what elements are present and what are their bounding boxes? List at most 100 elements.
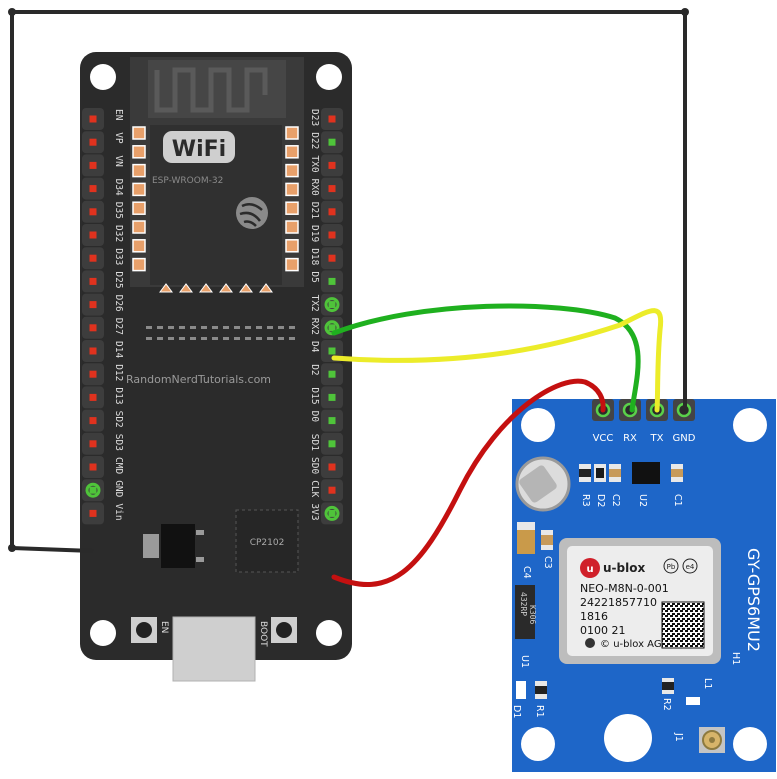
voltage-regulator: [143, 524, 204, 568]
module-pad: [132, 182, 146, 197]
pin-d35[interactable]: [82, 200, 104, 223]
esp-wroom-32-module: WiFi ESP-WROOM-32: [130, 57, 304, 293]
regulator-u2: [632, 462, 660, 484]
pin-label: RX0: [309, 179, 320, 196]
silkscreen-u2: U2: [637, 494, 648, 507]
mount-hole: [521, 408, 555, 442]
pin-en[interactable]: [82, 108, 104, 130]
pin-dot: [328, 208, 336, 216]
pin-dot: [89, 231, 97, 239]
module-pad: [259, 283, 273, 293]
pin-label: D34: [113, 179, 124, 196]
right-pin-header: D23D22TX0RX0D21D19D18D5TX2RX2D4D2D15D0SD…: [309, 108, 343, 525]
pin-gnd[interactable]: [82, 479, 104, 502]
svg-text:Pb: Pb: [667, 563, 676, 571]
pin-3v3[interactable]: [321, 502, 343, 525]
pin-d25[interactable]: [82, 270, 104, 293]
pin-d33[interactable]: [82, 247, 104, 270]
pin-sd2[interactable]: [82, 409, 104, 432]
pin-dot: [89, 185, 97, 193]
module-pad: [285, 257, 299, 272]
pin-label: SD3: [113, 434, 124, 451]
pin-label: D22: [309, 132, 320, 149]
module-pad: [159, 283, 173, 293]
pin-rx2[interactable]: [321, 316, 343, 339]
pin-label: D19: [309, 225, 320, 242]
chip-brand: u-blox: [603, 561, 645, 575]
pin-vp[interactable]: [82, 131, 104, 154]
pin-d12[interactable]: [82, 363, 104, 386]
pin-d14[interactable]: [82, 340, 104, 362]
silkscreen-dashes: [146, 326, 295, 340]
pin-label: SD2: [113, 411, 124, 428]
pin-dot: [89, 393, 97, 401]
pin-rx0[interactable]: [321, 177, 343, 200]
pin-sd3[interactable]: [82, 432, 104, 455]
pin-label: D18: [309, 248, 320, 265]
silkscreen-r1: R1: [534, 705, 545, 718]
pin-d21[interactable]: [321, 200, 343, 223]
pin-vn[interactable]: [82, 154, 104, 177]
en-button[interactable]: [131, 617, 157, 643]
pin-d32[interactable]: [82, 224, 104, 246]
esp32-board: WiFi ESP-WROOM-32 ENVPVND34D35D32D33D25D…: [80, 52, 352, 682]
pin-dot: [328, 254, 336, 262]
pin-dot: [328, 463, 336, 471]
pin-cmd[interactable]: [82, 456, 104, 478]
silkscreen-h1: H1: [730, 652, 741, 665]
pin-dot: [328, 347, 336, 355]
pin-dot: [328, 115, 336, 123]
watermark: RandomNerdTutorials.com: [126, 373, 271, 386]
pin-label: CMD: [113, 457, 124, 474]
pin-tx2[interactable]: [321, 293, 343, 316]
pin-d2[interactable]: [321, 363, 343, 386]
pin-sd0[interactable]: [321, 456, 343, 478]
pin-d27[interactable]: [82, 316, 104, 339]
pin-d34[interactable]: [82, 177, 104, 200]
pin-d26[interactable]: [82, 293, 104, 316]
wire-rx2-tx[interactable]: [331, 308, 664, 413]
pin-d22[interactable]: [321, 131, 343, 154]
module-pad: [199, 283, 213, 293]
pin-dot: [328, 417, 336, 425]
pin-tx0[interactable]: [321, 154, 343, 177]
module-pad: [179, 283, 193, 293]
silkscreen-d2: D2: [595, 494, 606, 507]
pin-sd1[interactable]: [321, 432, 343, 455]
pin-d23[interactable]: [321, 108, 343, 130]
backup-battery: [515, 456, 571, 512]
pin-label: D33: [113, 248, 124, 265]
boot-button[interactable]: [271, 617, 297, 643]
pin-label: CLK: [309, 480, 320, 497]
inductor-l1: [686, 697, 700, 705]
boot-button-label: BOOT: [258, 621, 268, 647]
pin-dot: [328, 440, 336, 448]
pin-vin[interactable]: [82, 502, 104, 525]
pin-clk[interactable]: [321, 479, 343, 502]
wire-3v3-vcc[interactable]: [331, 378, 606, 588]
pin-d18[interactable]: [321, 247, 343, 270]
module-pad: [285, 126, 299, 140]
module-pad: [219, 283, 233, 293]
pin-dot: [89, 161, 97, 169]
mount-hole: [521, 727, 555, 761]
pin-d0[interactable]: [321, 409, 343, 432]
module-pad: [132, 239, 146, 253]
pin-d19[interactable]: [321, 224, 343, 246]
wire-tx2-rx[interactable]: [331, 303, 641, 413]
silkscreen-c3: C3: [542, 556, 553, 569]
pin-d15[interactable]: [321, 386, 343, 409]
pin-dot: [328, 393, 336, 401]
module-pad: [239, 283, 253, 293]
module-pad: [132, 126, 146, 140]
pin-dot: [89, 347, 97, 355]
pin-d5[interactable]: [321, 270, 343, 293]
module-pad: [132, 163, 146, 178]
antenna-connector-j1: [699, 727, 725, 753]
pin-dot: [89, 115, 97, 123]
pin-dot: [89, 370, 97, 378]
gps-pin-label: VCC: [593, 433, 614, 444]
pin-dot: [328, 301, 336, 309]
pin-d13[interactable]: [82, 386, 104, 409]
